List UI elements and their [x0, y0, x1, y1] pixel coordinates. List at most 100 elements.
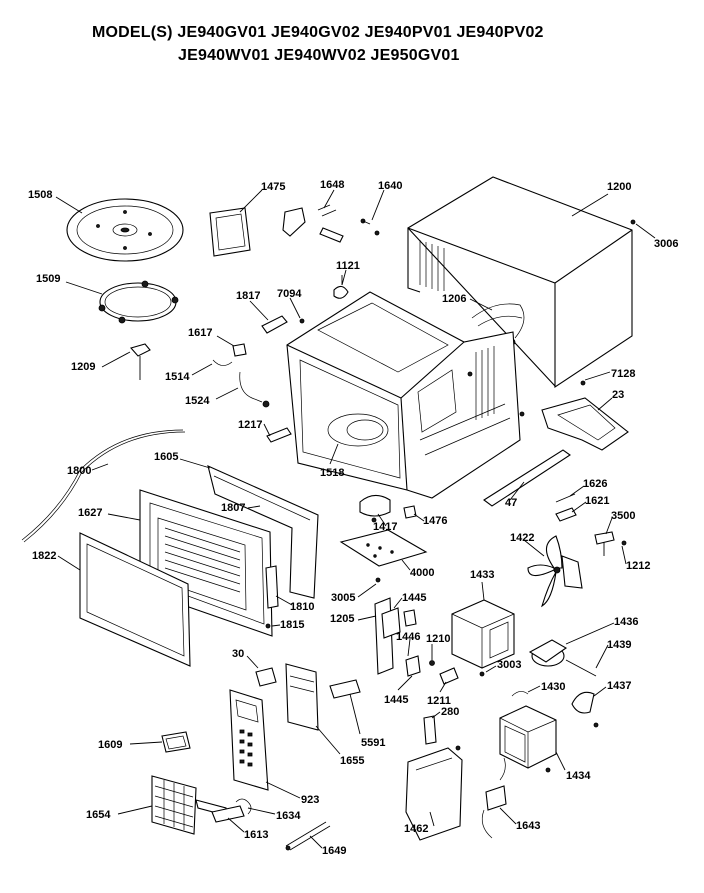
- label-1605: 1605: [154, 451, 178, 463]
- label-1621: 1621: [585, 495, 609, 507]
- label-1613: 1613: [244, 829, 268, 841]
- fuse-and-air-duct: [405, 715, 463, 841]
- label-1436: 1436: [614, 616, 638, 628]
- label-923: 923: [301, 794, 319, 806]
- lamp-bracket: [266, 427, 292, 443]
- label-1434: 1434: [566, 770, 591, 782]
- label-5591: 5591: [361, 737, 385, 749]
- roller-ring: [98, 280, 179, 324]
- label-1445-b: 1445: [384, 694, 408, 706]
- label-1648: 1648: [320, 179, 344, 191]
- vent-grille: [151, 775, 229, 835]
- label-1206: 1206: [442, 293, 466, 305]
- control-board: [339, 529, 428, 583]
- model-list-line-1: MODEL(S) JE940GV01 JE940GV02 JE940PV01 J…: [92, 24, 544, 41]
- label-1121: 1121: [336, 260, 360, 272]
- label-1817: 1817: [236, 290, 260, 302]
- label-3003: 3003: [497, 659, 521, 671]
- label-1475: 1475: [261, 181, 285, 193]
- label-1617: 1617: [188, 327, 212, 339]
- label-1205: 1205: [330, 613, 354, 625]
- label-1626: 1626: [583, 478, 607, 490]
- label-1627: 1627: [78, 507, 102, 519]
- turntable-tray: [66, 198, 184, 262]
- label-280: 280: [441, 706, 459, 718]
- control-bracket-parts: [255, 667, 361, 699]
- label-1514: 1514: [165, 371, 190, 383]
- model-list-line-2: JE940WV01 JE940WV02 JE950GV01: [178, 47, 460, 64]
- magnetron: [499, 705, 557, 773]
- leader-lines: [55, 189, 656, 849]
- label-7128: 7128: [611, 368, 635, 380]
- door-button-and-spring: [211, 798, 252, 823]
- coupler: [130, 343, 151, 380]
- label-1446: 1446: [396, 631, 420, 643]
- outer-case: [407, 176, 636, 389]
- rail: [483, 449, 571, 507]
- label-1430: 1430: [541, 681, 565, 693]
- label-3006: 3006: [654, 238, 678, 250]
- label-3005: 3005: [331, 592, 355, 604]
- label-1800: 1800: [67, 465, 91, 477]
- label-1815: 1815: [280, 619, 304, 631]
- small-clips: [555, 493, 577, 522]
- label-1439: 1439: [607, 639, 631, 651]
- lever-link: [285, 821, 331, 851]
- label-30: 30: [232, 648, 244, 660]
- label-1810: 1810: [290, 601, 314, 613]
- label-1643: 1643: [516, 820, 540, 832]
- label-1476: 1476: [423, 515, 447, 527]
- label-1437: 1437: [607, 680, 631, 692]
- interlock-switch-bracket: [374, 597, 459, 685]
- label-1807: 1807: [221, 502, 245, 514]
- waveguide-cover: [209, 207, 251, 257]
- label-1524: 1524: [185, 395, 210, 407]
- label-3500: 3500: [611, 510, 635, 522]
- label-4000: 4000: [410, 567, 434, 579]
- hinge-brackets: [261, 315, 305, 334]
- latch-switch-parts: [282, 204, 380, 243]
- label-1210: 1210: [426, 633, 450, 645]
- label-1417: 1417: [373, 521, 397, 533]
- label-7094: 7094: [277, 288, 302, 300]
- label-1422: 1422: [510, 532, 534, 544]
- label-1209: 1209: [71, 361, 95, 373]
- fuse-clip: [333, 275, 349, 299]
- label-1509: 1509: [36, 273, 60, 285]
- diode-and-clamp: [511, 691, 599, 728]
- label-47: 47: [505, 497, 517, 509]
- label-1649: 1649: [322, 845, 346, 857]
- label-1634: 1634: [276, 810, 301, 822]
- label-1462: 1462: [404, 823, 428, 835]
- door-outer-panel: [79, 532, 191, 667]
- mounting-bracket: [541, 397, 629, 451]
- sensor-parts: [212, 343, 270, 408]
- choke-wire: [21, 429, 186, 543]
- thermal-cutout: [594, 531, 627, 556]
- part-labels: 1508 1475 1648 1640 1200 3006 1509 1121 …: [28, 179, 678, 857]
- label-1433: 1433: [470, 569, 494, 581]
- label-1217: 1217: [238, 419, 262, 431]
- label-1822: 1822: [32, 550, 56, 562]
- control-panel-assembly: [229, 689, 269, 791]
- label-1654: 1654: [86, 809, 111, 821]
- door-latch: [265, 565, 279, 629]
- oven-cavity-chassis: [286, 291, 525, 499]
- label-1518: 1518: [320, 467, 344, 479]
- label-23: 23: [612, 389, 624, 401]
- capacitor: [528, 639, 597, 677]
- label-1445-a: 1445: [402, 592, 426, 604]
- stirrer-motor: [359, 494, 417, 523]
- fan-motor: [527, 535, 583, 608]
- label-1640: 1640: [378, 180, 402, 192]
- control-panel-shield: [285, 663, 319, 731]
- display-window: [161, 731, 191, 753]
- label-1200: 1200: [607, 181, 631, 193]
- door-frame: [207, 465, 319, 599]
- label-1609: 1609: [98, 739, 122, 751]
- label-1211: 1211: [427, 695, 451, 707]
- label-1655: 1655: [340, 755, 364, 767]
- label-1212: 1212: [626, 560, 650, 572]
- label-1508: 1508: [28, 189, 52, 201]
